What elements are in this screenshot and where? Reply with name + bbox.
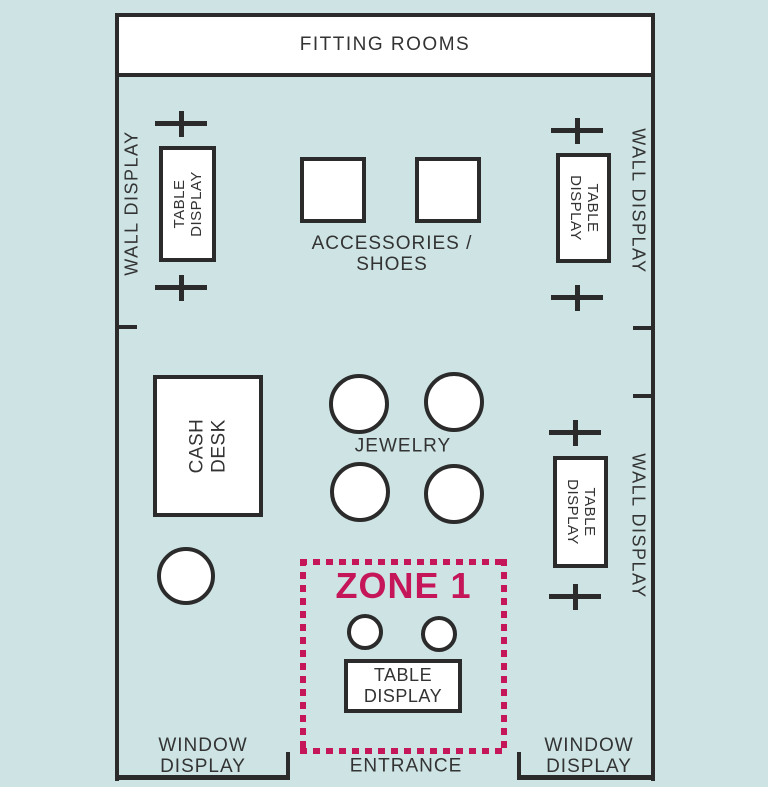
table-display-left: TABLE DISPLAY <box>159 146 216 262</box>
jewelry-label: JEWELRY <box>354 435 452 457</box>
window-display-right-line1: WINDOW <box>544 735 634 756</box>
table-display-right-bottom-label: TABLE DISPLAY <box>564 479 598 545</box>
window-display-right-line2: DISPLAY <box>546 756 632 777</box>
window-display-left-line1: WINDOW <box>158 735 248 756</box>
window-display-left-line2: DISPLAY <box>160 756 246 777</box>
zone1-table-display-line1: TABLE <box>373 665 433 685</box>
jewelry-rack-circle <box>424 372 484 432</box>
table-display-right-top-line1: TABLE <box>583 183 601 233</box>
cash-desk-label: CASH DESK <box>186 419 230 474</box>
jewelry-rack-circle <box>424 464 484 524</box>
zone1-border-left <box>300 559 306 754</box>
table-display-left-line1: TABLE <box>170 179 188 229</box>
zone1-table-display-label: TABLE DISPLAY <box>364 665 442 707</box>
wall-right-divider-tick-2 <box>633 394 651 398</box>
table-display-right-top: TABLE DISPLAY <box>556 153 611 263</box>
fitting-rooms-area: FITTING ROOMS <box>115 13 655 77</box>
rack-cross-icon <box>155 111 207 137</box>
rack-cross-icon <box>551 285 603 311</box>
wall-display-right-bottom-label: WALL DISPLAY <box>628 453 649 599</box>
zone1-area: ZONE 1 TABLE DISPLAY <box>300 559 507 754</box>
wall-right-divider-tick-1 <box>633 326 651 330</box>
wall-display-left-label: WALL DISPLAY <box>121 130 142 276</box>
entrance-right-tick <box>517 752 521 776</box>
zone1-table-display-line2: DISPLAY <box>363 686 443 706</box>
cash-desk-line1: CASH <box>185 418 207 474</box>
wall-display-right-top-label: WALL DISPLAY <box>628 128 649 274</box>
zone1-title: ZONE 1 <box>335 565 472 606</box>
wall-bottom-right-segment <box>517 775 655 780</box>
table-display-right-top-line2: DISPLAY <box>566 175 584 241</box>
rack-cross-icon <box>549 420 601 446</box>
accessories-shoes-line2: SHOES <box>356 254 428 275</box>
entrance-label: ENTRANCE <box>349 755 463 777</box>
accessories-table-fixture <box>415 157 481 223</box>
rack-cross-icon <box>155 275 207 301</box>
zone1-border-right <box>501 559 507 754</box>
wall-bottom-left-segment <box>115 775 290 780</box>
zone1-border-bottom <box>300 748 507 754</box>
zone1-table-display: TABLE DISPLAY <box>344 659 462 713</box>
wall-left-divider-tick <box>119 325 137 329</box>
zone1-rack-circle <box>347 614 383 650</box>
window-display-right-label: WINDOW DISPLAY <box>544 735 633 777</box>
rack-cross-icon <box>551 118 603 144</box>
accessories-shoes-label: ACCESSORIES / SHOES <box>312 233 473 275</box>
table-display-right-bottom-line2: DISPLAY <box>563 479 581 545</box>
cash-desk-line2: DESK <box>207 419 229 473</box>
table-display-right-bottom: TABLE DISPLAY <box>553 456 608 568</box>
rack-cross-icon <box>549 584 601 610</box>
cash-desk: CASH DESK <box>153 375 263 517</box>
fitting-rooms-label: FITTING ROOMS <box>299 34 471 55</box>
table-display-left-label: TABLE DISPLAY <box>171 171 205 237</box>
entrance-left-tick <box>286 752 290 776</box>
table-display-left-line2: DISPLAY <box>187 171 205 237</box>
jewelry-rack-circle <box>330 462 390 522</box>
window-display-left-label: WINDOW DISPLAY <box>158 735 247 777</box>
table-display-right-bottom-line1: TABLE <box>580 487 598 537</box>
wall-right <box>651 13 655 781</box>
round-rack-circle <box>157 547 215 605</box>
table-display-right-top-label: TABLE DISPLAY <box>567 175 601 241</box>
accessories-shoes-line1: ACCESSORIES / <box>311 233 473 254</box>
zone1-rack-circle <box>421 616 457 652</box>
accessories-table-fixture <box>300 157 366 223</box>
jewelry-rack-circle <box>329 374 389 434</box>
wall-left <box>115 13 119 781</box>
zone1-border-top <box>300 559 507 565</box>
